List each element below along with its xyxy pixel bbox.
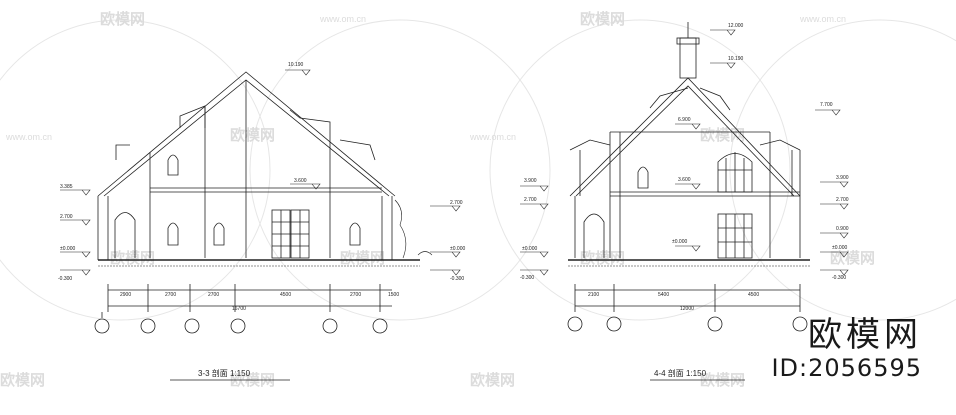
svg-text:2.700: 2.700: [524, 197, 537, 203]
svg-text:2.700: 2.700: [450, 200, 463, 206]
svg-text:10.190: 10.190: [288, 62, 304, 68]
watermark-brand: 欧模网: [100, 10, 145, 28]
svg-text:2.700: 2.700: [60, 214, 73, 220]
svg-text:5400: 5400: [658, 292, 669, 298]
elevation-labels-4-4: 12.000 10.190 6.900 3.600 ±0.000 3.900 2…: [520, 23, 849, 281]
elevation-labels-3-3: 3.385 2.700 ±0.000 -0.300 10.190 3.600 2…: [58, 62, 465, 282]
brand-name: 欧模网: [808, 315, 922, 355]
svg-text:-0.300: -0.300: [58, 276, 72, 282]
svg-text:10.190: 10.190: [728, 56, 744, 62]
section-title-3-3: 3-3 剖面 1:150: [198, 368, 251, 378]
watermark-brand: 欧模网: [110, 249, 155, 267]
brand-block: 欧模网 ID:2056595: [771, 316, 922, 382]
svg-text:4500: 4500: [280, 292, 291, 298]
dimension-labels-3-3: 2900 2700 2700 4500 2700 1500 16700: [120, 292, 399, 312]
french-doors-3-3: [271, 209, 310, 259]
watermark-brand: 欧模网: [580, 10, 625, 28]
svg-text:12.000: 12.000: [728, 23, 744, 29]
svg-text:3.600: 3.600: [678, 177, 691, 183]
watermark-brand: 欧模网: [230, 126, 275, 144]
upper-arched-window-4-4: [717, 152, 753, 193]
svg-text:2100: 2100: [588, 292, 599, 298]
svg-text:7.700: 7.700: [820, 102, 833, 108]
elevations-4-4: [520, 29, 849, 276]
watermark-brand: 欧模网: [580, 249, 625, 267]
windows-left-section: [167, 154, 361, 246]
watermark-brand: 欧模网: [470, 371, 515, 389]
svg-text:-0.300: -0.300: [520, 275, 534, 281]
svg-text:2700: 2700: [165, 292, 176, 298]
watermark-url: www.om.cn: [319, 14, 366, 24]
dimension-ticks-3-3: [107, 284, 381, 312]
dimension-ticks-4-4: [574, 284, 801, 312]
svg-text:±0.000: ±0.000: [450, 246, 465, 252]
watermark-url: www.om.cn: [5, 132, 52, 142]
svg-text:0.900: 0.900: [836, 226, 849, 232]
svg-text:-0.300: -0.300: [832, 275, 846, 281]
svg-text:±0.000: ±0.000: [522, 246, 537, 252]
axis-bubbles-3-3: [94, 312, 388, 334]
elevations-3-3: [60, 69, 461, 276]
lower-french-doors-4-4: [717, 213, 753, 259]
svg-text:3.900: 3.900: [524, 178, 537, 184]
svg-text:2900: 2900: [120, 292, 131, 298]
section-4-4: [567, 22, 810, 381]
watermark-brand: 欧模网: [0, 371, 45, 389]
svg-text:1500: 1500: [388, 292, 399, 298]
svg-text:±0.000: ±0.000: [672, 239, 687, 245]
svg-text:2700: 2700: [208, 292, 219, 298]
section-3-3: [94, 71, 433, 381]
svg-text:4500: 4500: [748, 292, 759, 298]
svg-text:3.900: 3.900: [836, 175, 849, 181]
axis-bubbles-4-4: [567, 316, 808, 332]
svg-text:16700: 16700: [232, 306, 246, 312]
brand-id: ID:2056595: [771, 354, 922, 382]
svg-text:3.600: 3.600: [294, 178, 307, 184]
watermark-layer: [0, 19, 956, 321]
watermark-url: www.om.cn: [799, 14, 846, 24]
watermark-brand: 欧模网: [700, 126, 745, 144]
watermark-brand-texts: 欧模网 www.om.cn 欧模网 www.om.cn 欧模网 欧模网 www.…: [0, 10, 875, 389]
svg-text:2.700: 2.700: [836, 197, 849, 203]
section-title-4-4: 4-4 剖面 1:150: [654, 368, 707, 378]
svg-text:6.900: 6.900: [678, 117, 691, 123]
svg-text:±0.000: ±0.000: [60, 246, 75, 252]
svg-text:3.385: 3.385: [60, 184, 73, 190]
svg-text:12000: 12000: [680, 306, 694, 312]
svg-text:-0.300: -0.300: [450, 276, 464, 282]
watermark-brand: 欧模网: [340, 249, 385, 267]
watermark-url: www.om.cn: [469, 132, 516, 142]
svg-text:±0.000: ±0.000: [832, 245, 847, 251]
dimension-labels-4-4: 2100 5400 4500 12000: [588, 292, 759, 312]
svg-text:2700: 2700: [350, 292, 361, 298]
